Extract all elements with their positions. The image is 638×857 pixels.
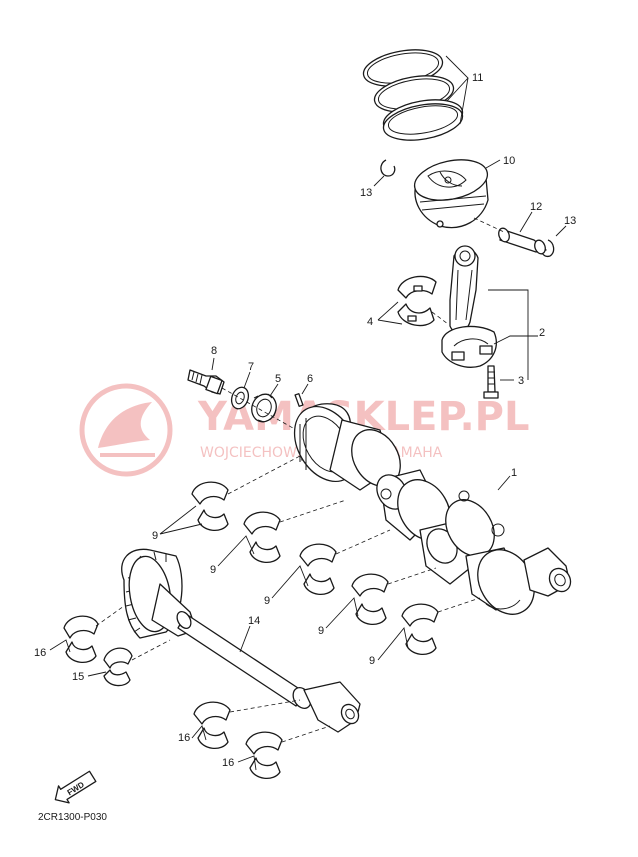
main-bearing-2 xyxy=(243,511,281,563)
balancer-bearing-upper xyxy=(63,615,99,663)
callout-10: 10 xyxy=(503,155,515,167)
callout-7: 7 xyxy=(248,361,254,373)
conrod-bolt xyxy=(483,365,499,399)
callout-11: 11 xyxy=(472,72,483,84)
balancer-bushing xyxy=(103,647,133,687)
callout-9-e: 9 xyxy=(369,655,375,667)
callout-5: 5 xyxy=(275,373,281,385)
main-bearing-5 xyxy=(401,603,439,655)
callout-13-right: 13 xyxy=(564,215,576,227)
piston-rings xyxy=(362,49,464,141)
conrod-bearing-lower xyxy=(397,303,435,327)
conrod-bearing-upper xyxy=(397,275,437,299)
timing-gear xyxy=(251,393,277,423)
piston xyxy=(413,159,489,229)
callout-2: 2 xyxy=(539,327,545,339)
diagram-code: 2CR1300-P030 xyxy=(38,812,107,823)
callout-9-c: 9 xyxy=(264,595,270,607)
callout-3: 3 xyxy=(518,375,524,387)
callout-9-a: 9 xyxy=(152,530,158,542)
balancer-bearing-lower-1 xyxy=(193,701,231,749)
watermark-logo-icon xyxy=(79,383,173,477)
piston-pin xyxy=(498,227,547,255)
callout-14: 14 xyxy=(248,615,260,627)
main-bearing-3 xyxy=(299,543,337,595)
dowel-pin xyxy=(294,393,304,407)
main-bearing-4 xyxy=(351,573,389,625)
sensor-plug xyxy=(187,369,225,395)
connecting-rod xyxy=(441,245,497,368)
balancer-bearing-lower-2 xyxy=(245,731,283,779)
callout-9-b: 9 xyxy=(210,564,216,576)
callout-1: 1 xyxy=(511,467,517,479)
callout-16-b: 16 xyxy=(178,732,190,744)
callout-4: 4 xyxy=(367,316,373,328)
callout-15: 15 xyxy=(72,671,84,683)
callout-12: 12 xyxy=(530,201,542,213)
main-bearing-1 xyxy=(191,481,229,531)
callout-9-d: 9 xyxy=(318,625,324,637)
callout-16-a: 16 xyxy=(34,647,46,659)
balancer-shaft xyxy=(121,548,361,733)
callout-8: 8 xyxy=(211,345,217,357)
callout-13-left: 13 xyxy=(360,187,372,199)
circlip-left xyxy=(380,159,396,177)
callout-16-c: 16 xyxy=(222,757,234,769)
fwd-arrow-icon: FWD xyxy=(54,770,97,804)
callout-6: 6 xyxy=(307,373,313,385)
